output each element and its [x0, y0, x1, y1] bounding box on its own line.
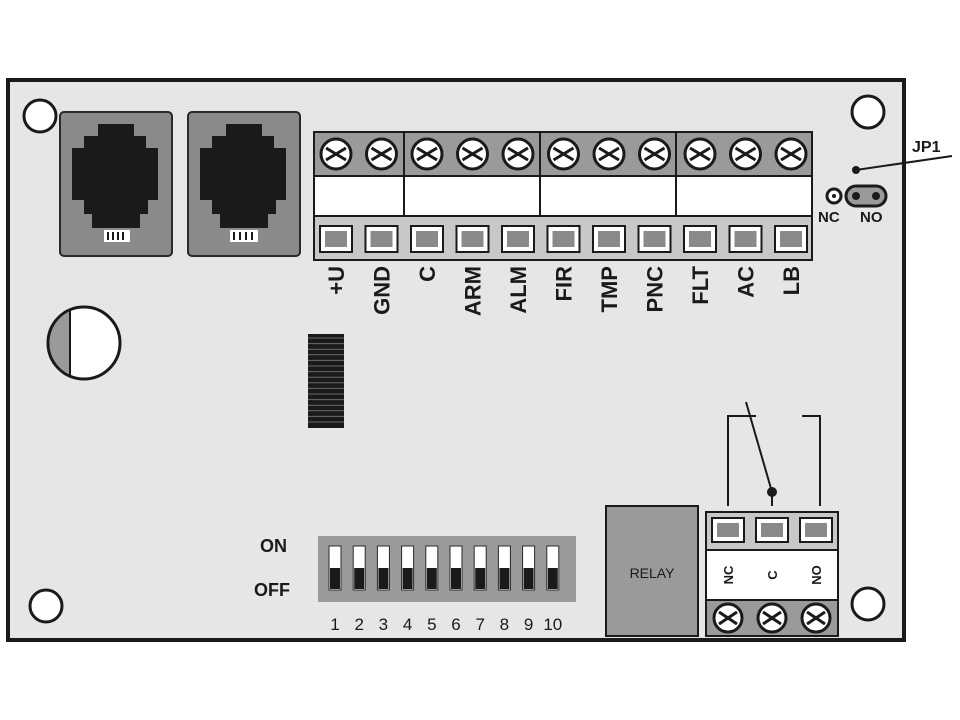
mounting-hole-top-left — [22, 98, 58, 134]
terminal-label: AC — [734, 266, 759, 298]
dip-switch-lever[interactable] — [499, 568, 510, 589]
terminal-label: +U — [324, 266, 349, 295]
terminal-label: ARM — [461, 266, 486, 316]
terminal-label: FIR — [552, 266, 577, 302]
terminal-flt-group: FLT — [683, 137, 717, 305]
dip-switch-lever[interactable] — [330, 568, 340, 589]
dip-number: 2 — [354, 615, 363, 634]
terminal-tmp-group: TMP — [592, 137, 626, 312]
dip-number: 5 — [427, 615, 436, 634]
dip-switch-lever[interactable] — [354, 568, 365, 589]
jumper-jp1: JP1 NC NO — [818, 139, 953, 226]
relay-contact-label: NO — [809, 565, 824, 585]
terminal-lb-group: LB — [774, 137, 808, 295]
terminal-label: GND — [370, 266, 395, 315]
terminal-pnc-group: PNC — [637, 137, 672, 313]
terminal-label: FLT — [688, 265, 713, 304]
buzzer — [46, 305, 122, 381]
dip-switch-lever[interactable] — [426, 568, 437, 589]
terminal-u-group: +U — [319, 137, 353, 295]
relay-contact-label: C — [765, 570, 780, 580]
dip-switch-lever[interactable] — [547, 568, 558, 589]
jumper-label: JP1 — [912, 139, 941, 156]
dip-number: 7 — [475, 615, 484, 634]
mounting-hole-top-right — [850, 94, 886, 130]
relay-contact-label: NC — [721, 565, 736, 584]
mounting-hole-bottom-right — [850, 586, 886, 622]
terminal-label: PNC — [643, 266, 668, 313]
dip-number: 9 — [524, 615, 533, 634]
terminal-fir-group: FIR — [546, 137, 581, 302]
dip-switch-lever[interactable] — [451, 568, 461, 589]
mounting-hole-bottom-left — [28, 588, 64, 624]
terminal-label: C — [415, 266, 440, 282]
terminal-gnd-group: GND — [364, 137, 399, 315]
terminal-ac-group: AC — [728, 137, 763, 298]
jumper-nc-label: NC — [818, 209, 840, 226]
relay-label: RELAY — [630, 565, 676, 581]
dip-number: 1 — [330, 615, 339, 634]
jumper-cap — [844, 184, 888, 208]
dip-number: 8 — [500, 615, 509, 634]
relay-terminal-block: NC C NO — [705, 511, 839, 637]
dip-number: 4 — [403, 615, 412, 634]
terminal-label: TMP — [597, 266, 622, 312]
terminal-label: ALM — [506, 266, 531, 314]
terminal-label: LB — [779, 266, 804, 295]
dip-switch-lever[interactable] — [402, 568, 413, 589]
relay-contact-schematic — [727, 401, 821, 506]
jumper-no-label: NO — [860, 209, 883, 226]
dip-number: 10 — [543, 615, 562, 634]
dip-switch-lever[interactable] — [378, 568, 389, 589]
terminal-c-group: C — [410, 137, 444, 282]
dip-switch-lever[interactable] — [475, 568, 486, 589]
terminal-block: +U GND C ARM ALM FIR TMP PNC FLT AC LB — [313, 131, 813, 316]
ic-chip — [308, 334, 344, 428]
terminal-arm-group: ARM — [455, 137, 490, 316]
dip-off-label: OFF — [254, 580, 290, 600]
dip-number: 3 — [379, 615, 388, 634]
dip-switch-lever[interactable] — [523, 568, 534, 589]
dip-number: 6 — [451, 615, 460, 634]
terminal-alm-group: ALM — [501, 137, 535, 314]
relay: RELAY — [605, 505, 699, 637]
rj-jack-1 — [59, 111, 173, 257]
dip-on-label: ON — [260, 536, 287, 556]
rj-jack-2 — [187, 111, 301, 257]
